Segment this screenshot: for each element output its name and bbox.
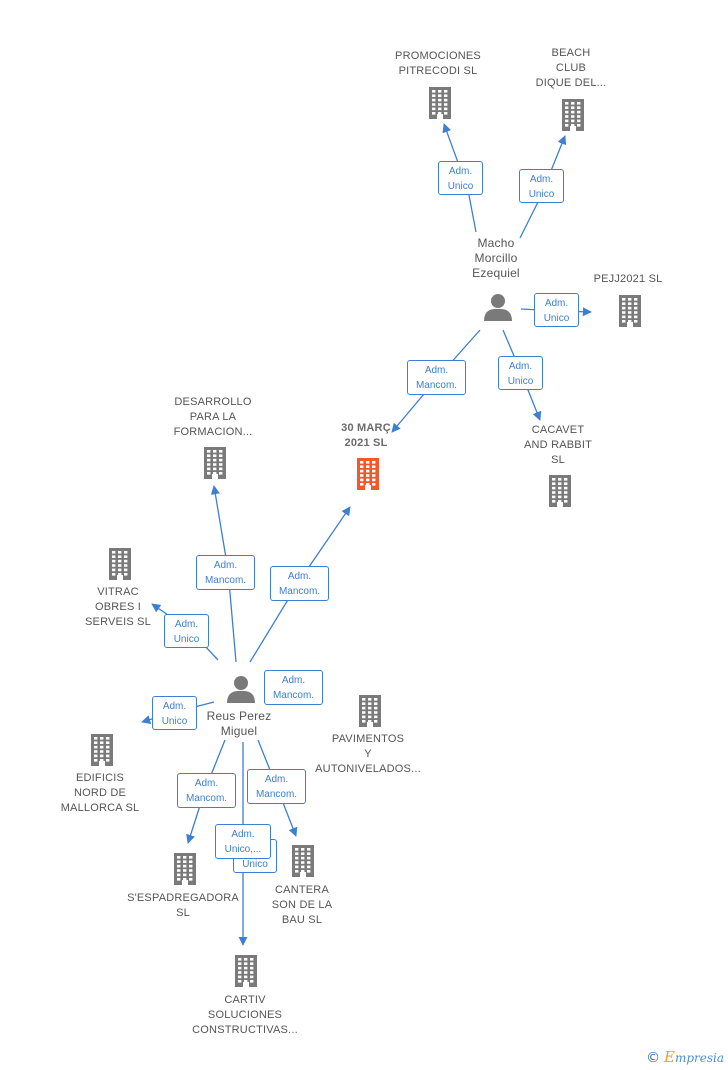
node-label-cacavet[interactable]: CACAVET AND RABBIT SL — [523, 424, 592, 466]
node-label-pejj[interactable]: PEJJ2021 SL — [593, 273, 663, 285]
building-icon-pejj[interactable] — [619, 295, 641, 327]
building-icon-cantera[interactable] — [292, 845, 314, 877]
node-label-macho[interactable]: Macho Morcillo Ezequiel — [472, 236, 520, 280]
building-icon-beach[interactable] — [562, 99, 584, 131]
relation-label[interactable]: Adm. Unico — [152, 696, 197, 730]
person-icon-reus[interactable] — [227, 676, 255, 703]
building-icon-cacavet[interactable] — [549, 475, 571, 507]
building-icon-promociones[interactable] — [429, 87, 451, 119]
building-icon-treinta[interactable] — [357, 458, 379, 490]
relation-label[interactable]: Adm. Unico — [164, 614, 209, 648]
brand-logo-letter: E — [663, 1048, 675, 1066]
copyright-icon: © — [646, 1050, 661, 1066]
building-icon-desarrollo[interactable] — [204, 447, 226, 479]
relation-label[interactable]: Adm. Mancom. — [270, 566, 329, 601]
node-label-treinta[interactable]: 30 MARÇ 2021 SL — [341, 422, 391, 449]
node-label-cartiv[interactable]: CARTIV SOLUCIONES CONSTRUCTIVAS... — [192, 994, 298, 1036]
node-label-reus[interactable]: Reus Perez Miguel — [206, 709, 272, 738]
building-icon-vitrac[interactable] — [109, 548, 131, 580]
building-icon-cartiv[interactable] — [235, 955, 257, 987]
node-label-pavimentos[interactable]: PAVIMENTOS Y AUTONIVELADOS... — [315, 733, 421, 775]
relation-label[interactable]: Adm. Mancom. — [177, 773, 236, 808]
relation-label[interactable]: Adm. Unico,... — [215, 824, 271, 859]
node-label-promociones[interactable]: PROMOCIONES PITRECODI SL — [395, 50, 481, 77]
building-icon-pavimentos[interactable] — [359, 695, 381, 727]
node-label-edificis[interactable]: EDIFICIS NORD DE MALLORCA SL — [60, 772, 140, 814]
node-label-vitrac[interactable]: VITRAC OBRES I SERVEIS SL — [85, 586, 151, 628]
relation-label[interactable]: Adm. Mancom. — [264, 670, 323, 705]
building-icon-edificis[interactable] — [91, 734, 113, 766]
node-label-cantera[interactable]: CANTERA SON DE LA BAU SL — [271, 884, 333, 926]
relation-label[interactable]: Adm. Unico — [498, 356, 543, 390]
brand-footer: © Empresia — [646, 1048, 724, 1066]
node-label-desarrollo[interactable]: DESARROLLO PARA LA FORMACION... — [173, 396, 253, 438]
person-icon-macho[interactable] — [484, 294, 512, 321]
brand-logo-text: mpresia — [674, 1051, 724, 1065]
relation-label[interactable]: Adm. Unico — [519, 169, 564, 203]
relation-label[interactable]: Adm. Unico — [438, 161, 483, 195]
relation-label[interactable]: Adm. Mancom. — [407, 360, 466, 395]
node-label-sespadregadora[interactable]: S'ESPADREGADORA SL — [127, 892, 239, 919]
node-label-beach[interactable]: BEACH CLUB DIQUE DEL... — [535, 47, 607, 89]
relation-label[interactable]: Adm. Mancom. — [196, 555, 255, 590]
icons — [91, 87, 641, 987]
building-icon-sespadregadora[interactable] — [174, 853, 196, 885]
relation-label[interactable]: Adm. Mancom. — [247, 769, 306, 804]
relation-label[interactable]: Adm. Unico — [534, 293, 579, 327]
